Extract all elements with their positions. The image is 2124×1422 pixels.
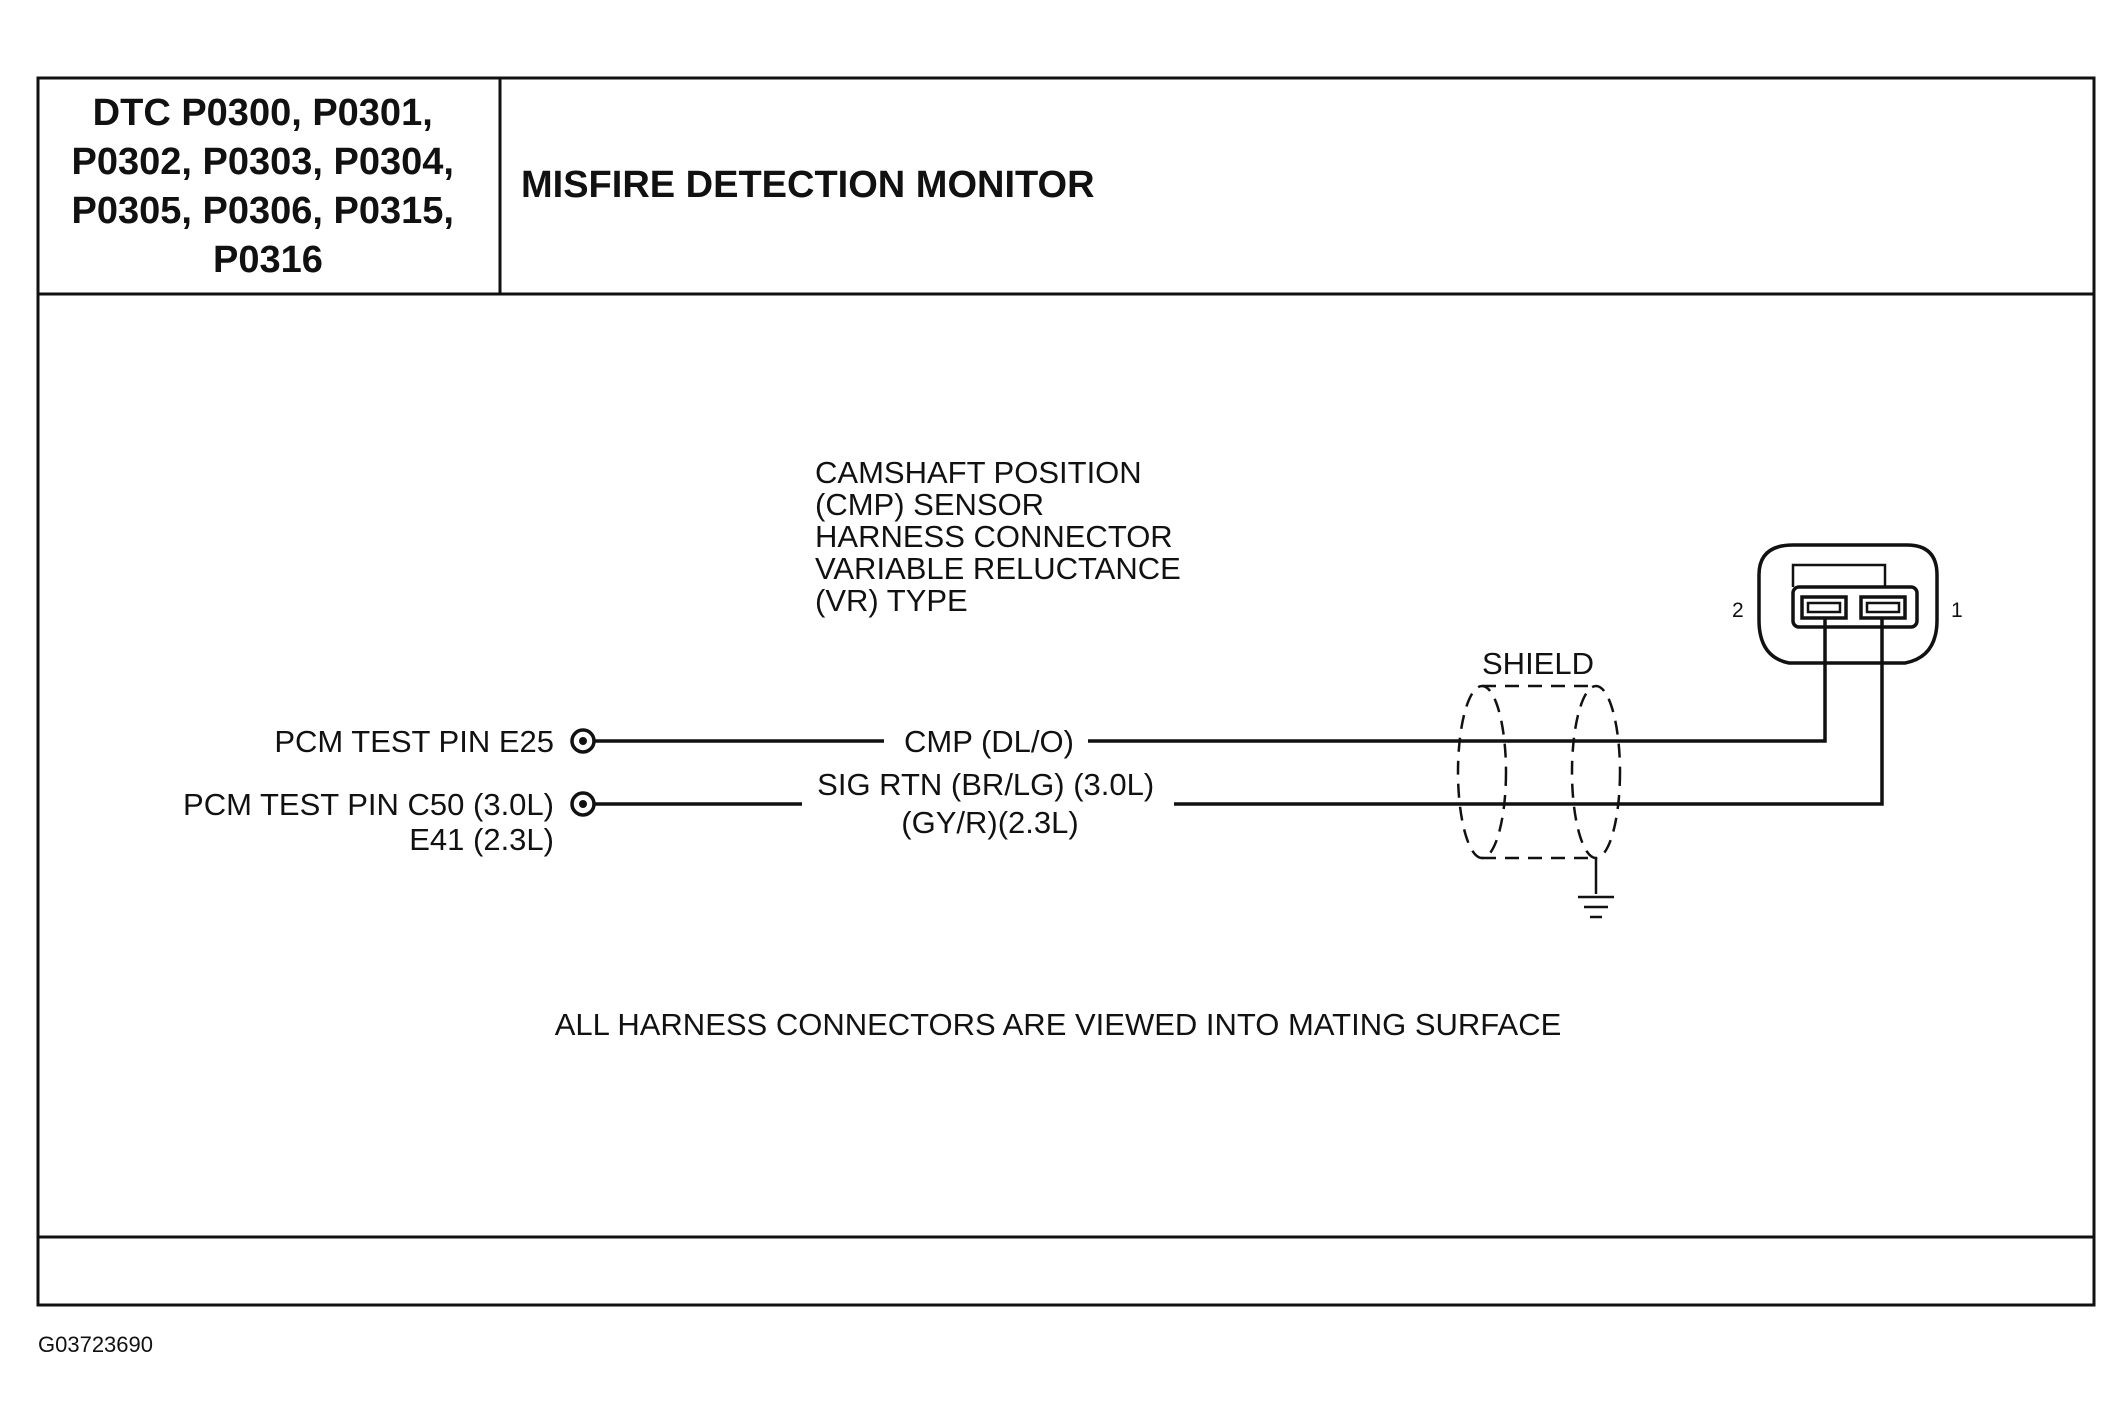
dtc-line-3: P0305, P0306, P0315, — [72, 190, 454, 232]
shield-label: SHIELD — [1482, 646, 1594, 681]
shield-right-end — [1570, 684, 1622, 860]
shield-left-end — [1456, 684, 1508, 860]
sensor-caption-line-5: (VR) TYPE — [815, 583, 968, 618]
sensor-caption-line-1: CAMSHAFT POSITION — [815, 455, 1142, 490]
dtc-code-list: DTC P0300, P0301, P0302, P0303, P0304, P… — [72, 92, 465, 281]
cmp-wire-label: CMP (DL/O) — [904, 724, 1074, 759]
cmp-harness-connector: 2 1 — [1732, 543, 1963, 665]
connector-pin-2-label: 2 — [1732, 599, 1744, 622]
sensor-caption: CAMSHAFT POSITION (CMP) SENSOR HARNESS C… — [815, 455, 1189, 618]
test-pin-e25-terminal-dot — [579, 737, 587, 745]
sig-rtn-label-line-2: (GY/R)(2.3L) — [901, 805, 1078, 840]
test-pin-c50-label: PCM TEST PIN C50 (3.0L) — [183, 787, 554, 822]
dtc-line-2: P0302, P0303, P0304, — [72, 141, 454, 183]
viewing-note: ALL HARNESS CONNECTORS ARE VIEWED INTO M… — [555, 1007, 1562, 1042]
outer-frame — [36, 76, 2096, 1307]
figure-id: G03723690 — [38, 1332, 153, 1357]
test-pin-c50-terminal-dot — [579, 800, 587, 808]
sensor-caption-line-3: HARNESS CONNECTOR — [815, 519, 1173, 554]
sig-rtn-wire-label: SIG RTN (BR/LG) (3.0L) (GY/R)(2.3L) — [817, 767, 1163, 840]
test-pin-e25-label: PCM TEST PIN E25 — [274, 724, 554, 759]
shield: SHIELD — [1456, 646, 1622, 894]
dtc-line-4: P0316 — [213, 239, 323, 281]
sig-rtn-wire-right — [1174, 618, 1884, 806]
sensor-caption-line-2: (CMP) SENSOR — [815, 487, 1044, 522]
ground-symbol-icon — [1578, 895, 1614, 919]
connector-body — [1757, 543, 1939, 665]
connector-key — [1791, 563, 1887, 587]
sensor-caption-line-4: VARIABLE RELUCTANCE — [815, 551, 1181, 586]
connector-pin-1-terminal-inner — [1865, 601, 1901, 614]
cmp-wire-right — [1088, 618, 1827, 743]
connector-pin-2-terminal-inner — [1806, 601, 1842, 614]
dtc-line-1: DTC P0300, P0301, — [93, 92, 433, 134]
test-pin-e41-label: E41 (2.3L) — [409, 822, 554, 857]
connector-latch-well — [1791, 585, 1919, 629]
connector-pin-1-label: 1 — [1951, 599, 1963, 622]
sig-rtn-label-line-1: SIG RTN (BR/LG) (3.0L) — [817, 767, 1154, 802]
page-title: MISFIRE DETECTION MONITOR — [521, 164, 1095, 206]
